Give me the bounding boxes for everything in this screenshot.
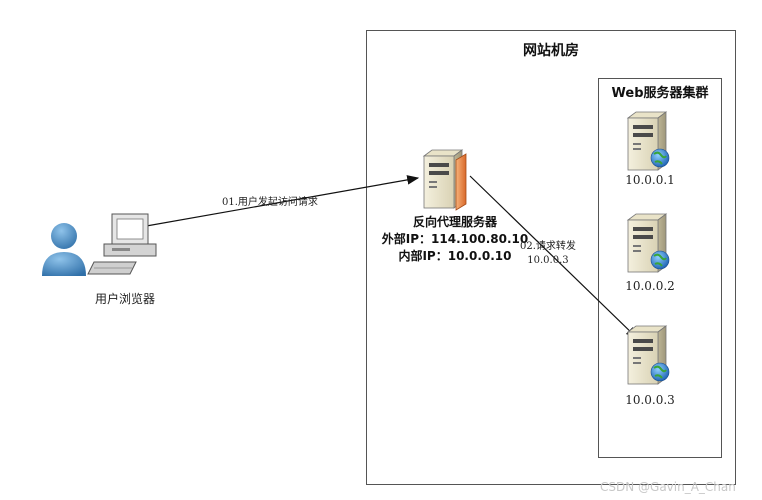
forward-arrow-label-line2: 10.0.0.3 — [527, 255, 569, 266]
web-cluster-title: Web服务器集群 — [611, 86, 709, 101]
forward-arrow-label: 02.请求转发 10.0.0.3 — [520, 240, 576, 268]
proxy-server-icon — [423, 149, 467, 211]
user-browser-label: 用户浏览器 — [94, 292, 155, 306]
desktop-computer-icon — [87, 213, 157, 275]
proxy-external-ip: 外部IP：114.100.80.10 — [381, 232, 529, 246]
web-server-3-ip: 10.0.0.3 — [625, 393, 675, 407]
proxy-server-labels: 反向代理服务器 外部IP：114.100.80.10 内部IP：10.0.0.1… — [380, 214, 530, 265]
web-server-1-ip: 10.0.0.1 — [625, 173, 675, 187]
proxy-server-name: 反向代理服务器 — [412, 215, 497, 229]
forward-arrow — [469, 175, 638, 339]
request-arrow-label: 01.用户发起访问请求 — [222, 197, 318, 208]
datacenter-title: 网站机房 — [523, 43, 579, 59]
watermark: CSDN @Gavin_A_Chan — [600, 480, 736, 494]
request-arrow — [134, 175, 420, 229]
web-server-2-icon — [627, 213, 670, 273]
web-server-3-icon — [627, 325, 670, 385]
web-cluster-boundary — [598, 78, 722, 458]
web-server-1-icon — [627, 111, 670, 171]
user-icon — [42, 223, 86, 276]
proxy-internal-ip: 内部IP：10.0.0.10 — [398, 249, 512, 263]
web-server-2-ip: 10.0.0.2 — [625, 279, 675, 293]
datacenter-boundary — [366, 30, 736, 485]
forward-arrow-label-line1: 02.请求转发 — [520, 241, 576, 252]
